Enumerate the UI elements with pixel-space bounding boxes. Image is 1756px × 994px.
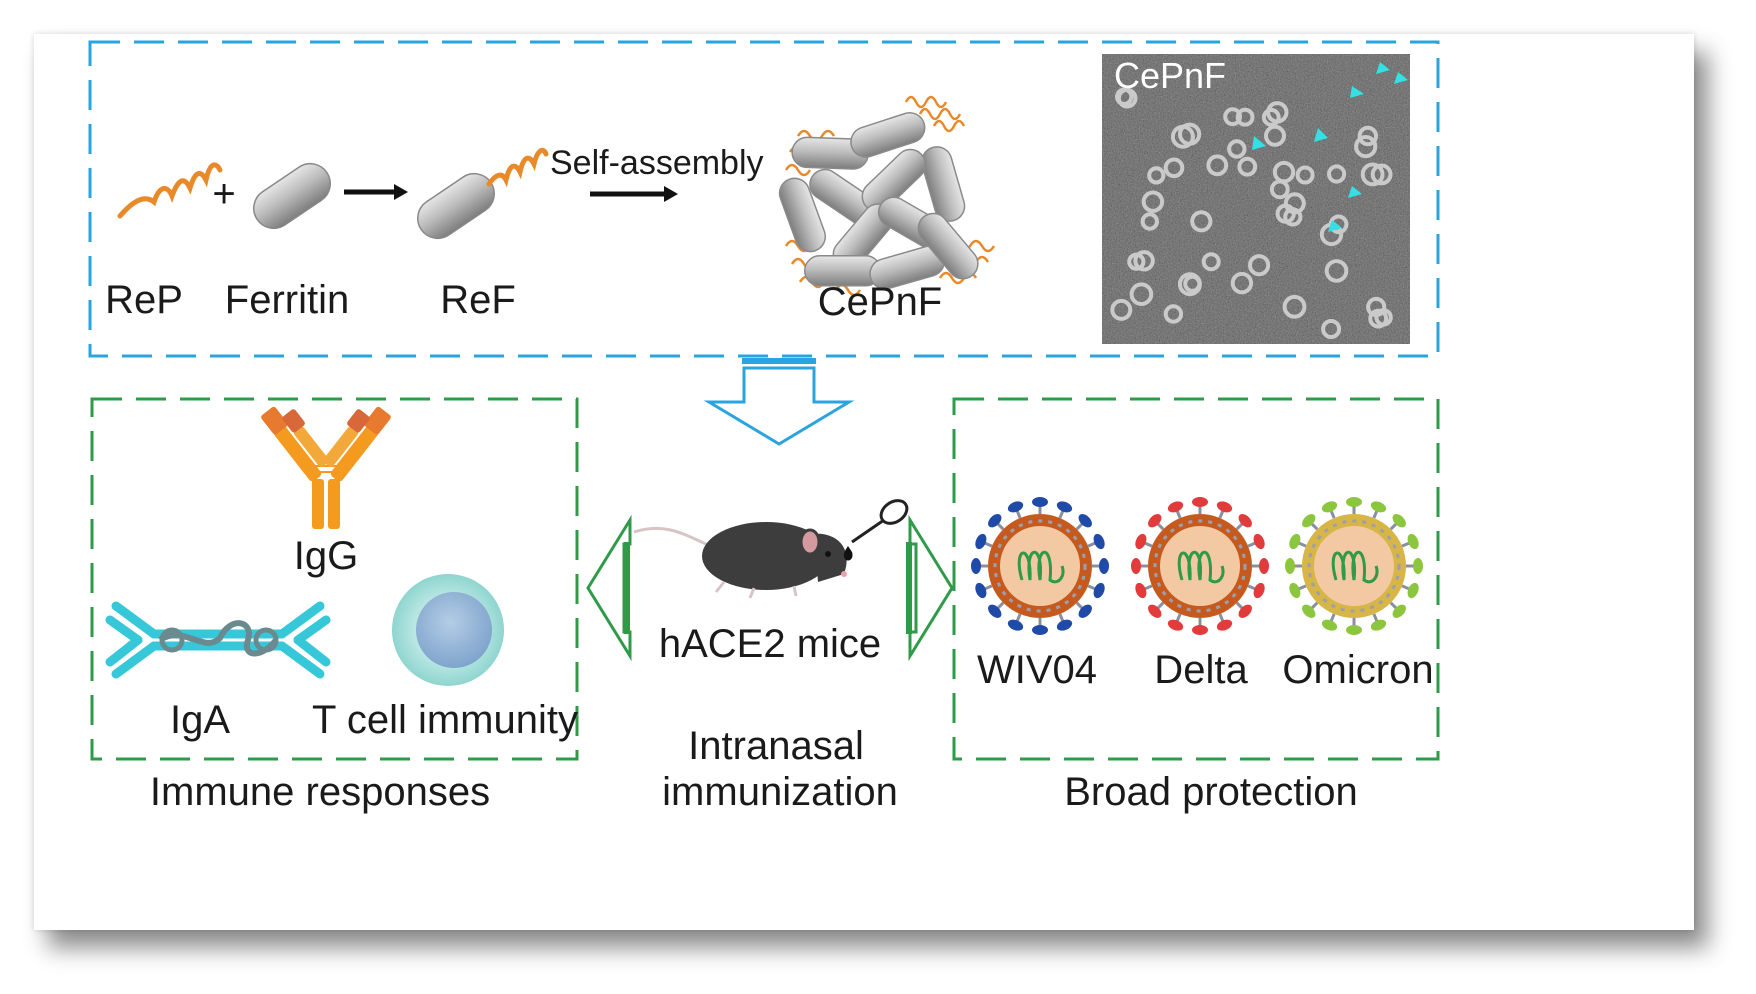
arrow-to-protection-icon [906,514,954,662]
tem-particle [1129,282,1154,307]
dropper-icon [843,499,909,561]
tem-particle [1354,135,1378,159]
t-cell-icon [392,574,504,686]
tem-particle [1283,192,1306,215]
tem-particle [1163,157,1185,179]
immune-panel-border [90,397,579,761]
tem-particle [1206,154,1229,177]
hace2-mouse-icon [633,522,847,599]
figure-card: ReP + Ferritin ReF Self-assembly CePnF C… [34,34,1694,930]
tem-particle [1264,124,1286,147]
wiv04-virus-icon [971,497,1109,635]
variant-label-delta: Delta [1154,648,1248,692]
tem-particle [1147,166,1166,185]
intranasal-caption-line1: Intranasal [688,724,864,768]
tem-particle [1321,319,1342,339]
ref-fusion-icon [417,147,549,240]
tem-particle [1366,296,1387,318]
protection-panel-border [952,397,1440,761]
cepnf-nanoparticle-icon [774,95,996,297]
tem-particle [1237,156,1258,177]
ferritin-label: Ferritin [224,278,350,322]
tem-particle [1227,139,1247,159]
synthesis-panel-border [88,40,1440,358]
igg-antibody-icon [261,406,391,529]
tem-particle [1133,250,1155,272]
virus-variants [971,497,1423,635]
tem-particle [1269,179,1290,200]
tem-label: CePnF [1114,55,1227,96]
rep-label: ReP [105,278,183,322]
tem-particle [1248,254,1271,277]
tem-particle [1201,252,1221,272]
omicron-virus-icon [1285,497,1423,635]
arrow-right-icon [344,184,408,200]
variant-label-wiv04: WIV04 [976,648,1098,692]
arrow-to-immune-icon [586,514,632,662]
tem-particle [1266,101,1289,124]
tem-particle [1295,165,1315,185]
tem-particle [1163,304,1184,324]
cepnf-label: CePnF [817,280,943,324]
ref-label: ReF [440,278,516,322]
ferritin-subunit-icon [253,162,331,230]
delta-virus-icon [1131,497,1269,635]
intranasal-caption-line2: immunization [662,770,898,814]
rep-peptide-icon [117,162,223,219]
t-cell-immunity-label: T cell immunity [312,698,578,742]
tem-particle [1170,124,1195,149]
tem-particle [1235,107,1255,127]
iga-label: IgA [169,698,231,742]
tem-particle [1327,164,1347,184]
hace2-mice-label: hACE2 mice [658,622,882,666]
tem-micrograph-image [1102,54,1410,344]
tem-particle [1261,108,1281,127]
tem-particle [1360,162,1385,187]
tem-particle [1357,125,1379,147]
tem-particle [1183,274,1202,293]
tem-particle [1190,210,1213,233]
tem-particle [1282,294,1307,319]
tem-particle [1116,87,1138,109]
tem-particle [1141,190,1165,213]
tem-particle [1127,252,1146,271]
tem-particle [1370,163,1393,186]
immune-responses-caption: Immune responses [149,770,491,814]
self-assembly-arrow-icon [590,186,678,202]
tem-particle [1110,298,1133,321]
down-arrow-icon [703,358,855,446]
tem-particle [1223,107,1242,127]
variant-label-omicron: Omicron [1282,648,1434,692]
tem-particle [1230,271,1254,295]
broad-protection-caption: Broad protection [1064,770,1358,814]
tem-particle [1140,212,1160,231]
figure-canvas [88,40,1440,761]
tem-particle [1324,259,1349,283]
igg-label: IgG [293,534,359,578]
plus-sign: + [212,172,236,216]
iga-antibody-icon [105,601,331,679]
self-assembly-label: Self-assembly [550,144,764,182]
